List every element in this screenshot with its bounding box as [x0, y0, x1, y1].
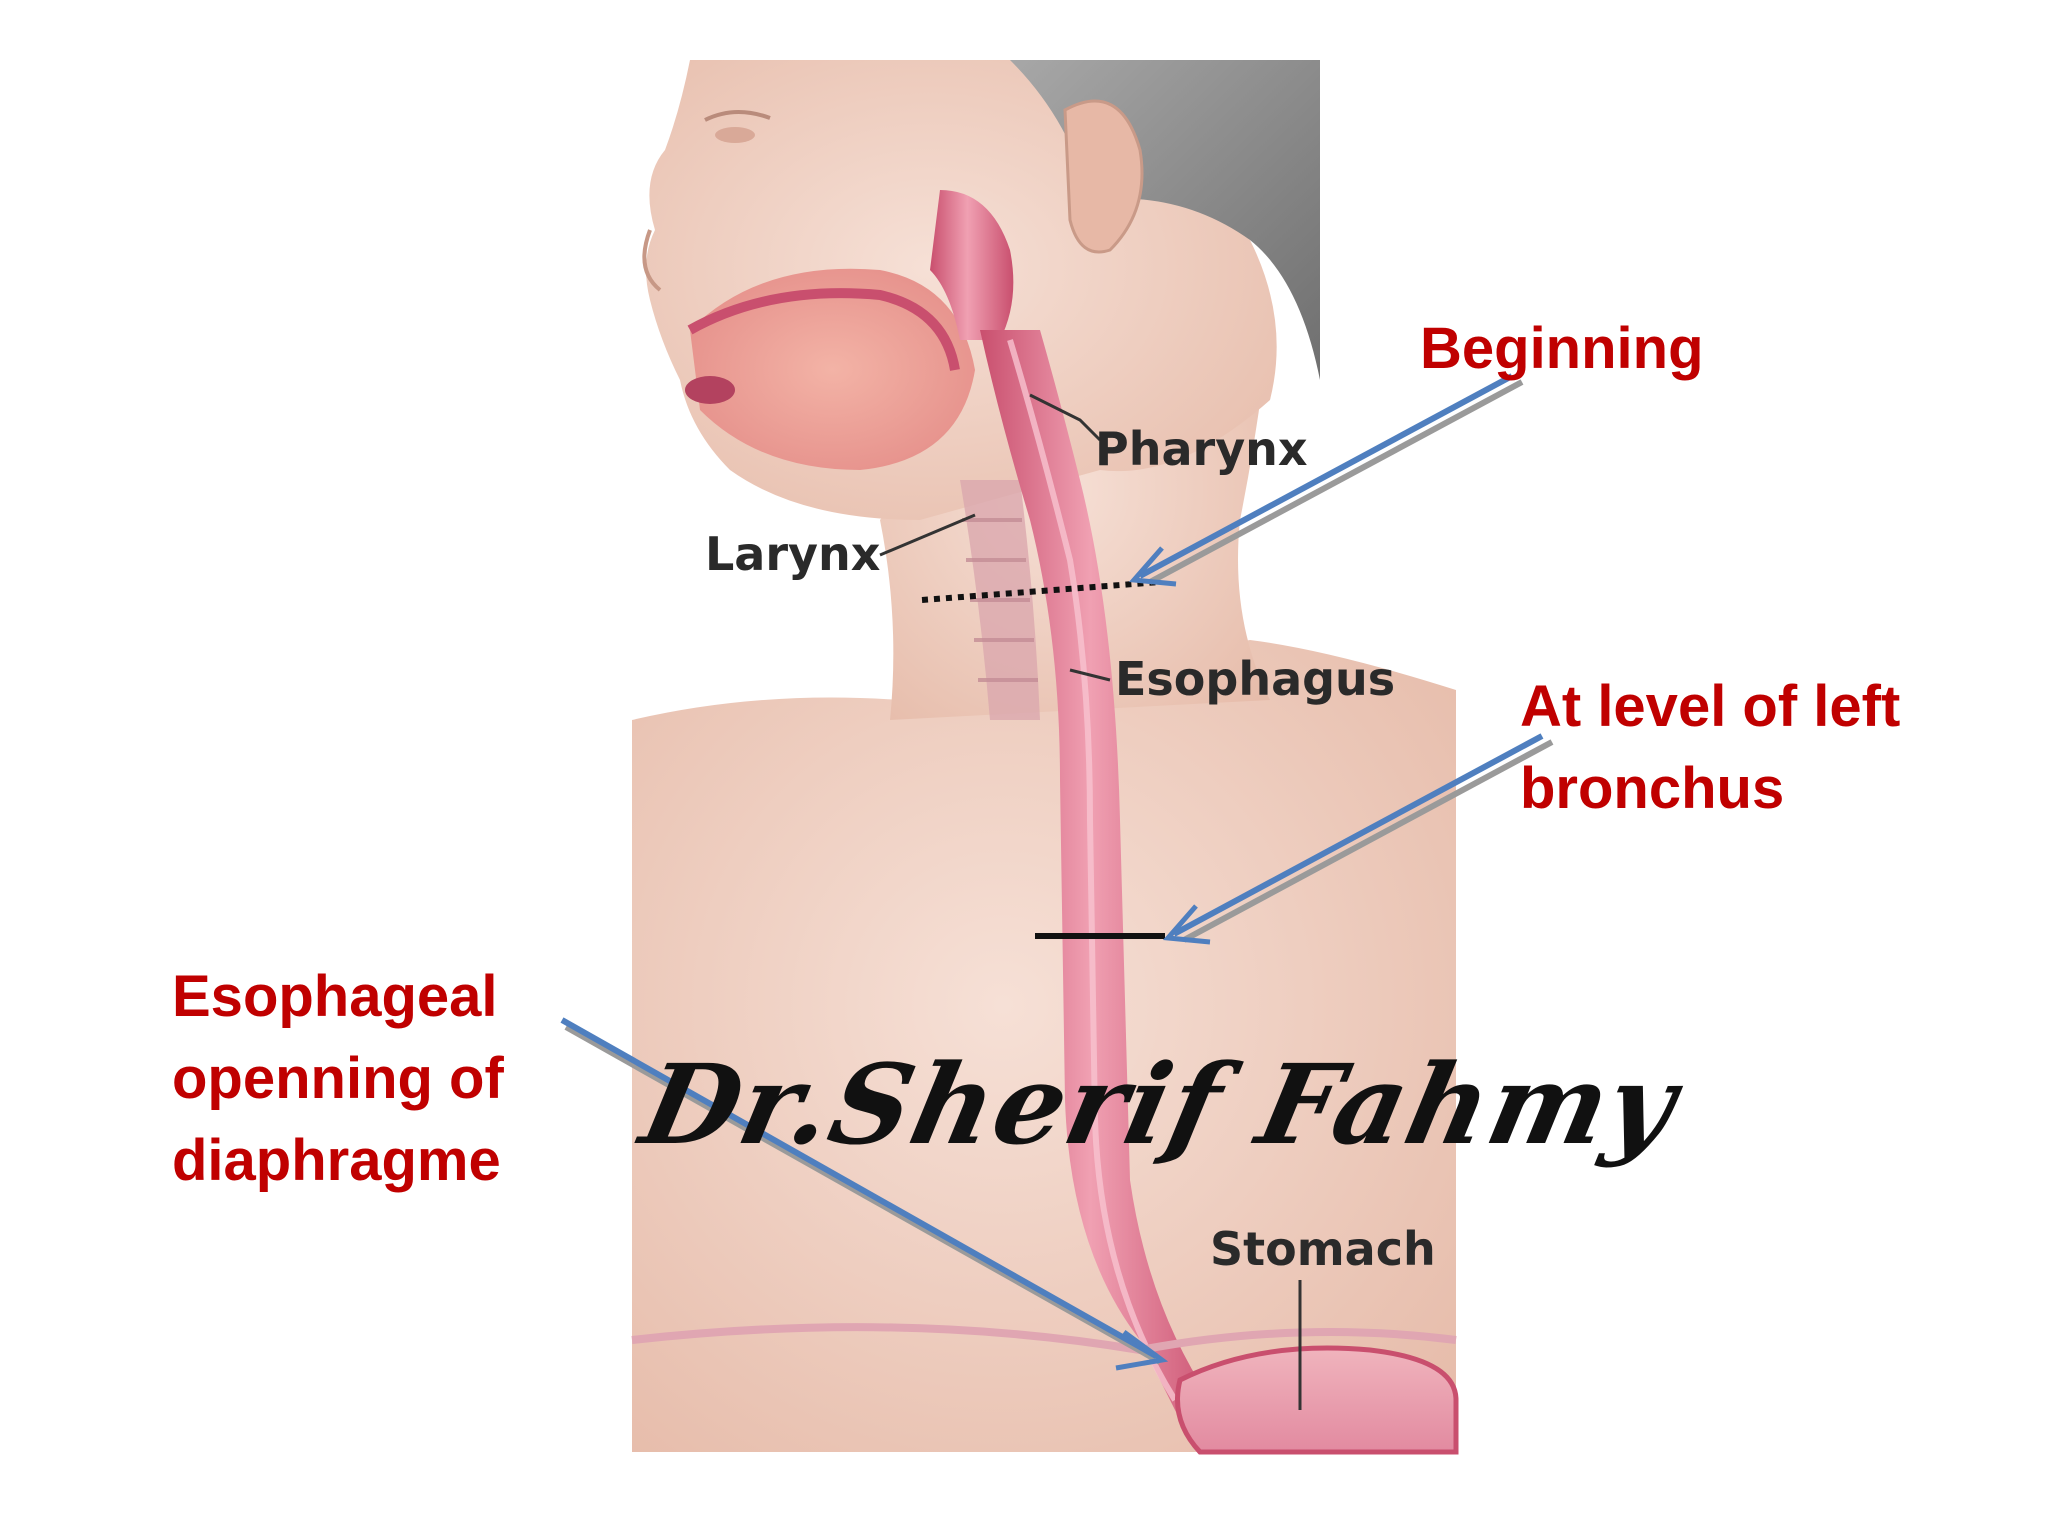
annotation-left-bronchus-line-2: bronchus: [1520, 756, 1785, 821]
esophagus-tube: [980, 330, 1225, 1420]
illustration-panel: Pharynx Larynx Esophagus Stomach: [631, 60, 1459, 1455]
pharynx-label: Pharynx: [1095, 422, 1308, 476]
stomach-label: Stomach: [1210, 1222, 1436, 1276]
annotation-left-bronchus-line-1: At level of left: [1520, 674, 1901, 739]
annotation-left-bronchus: At level of left bronchus: [1520, 666, 1900, 830]
oral-cavity: [690, 268, 975, 470]
author-signature: Dr.Sherif Fahmy: [631, 1040, 1689, 1169]
stomach: [1175, 1345, 1459, 1455]
annotation-diaphragm-line-2: openning of: [172, 1046, 504, 1111]
annotation-diaphragm-line-3: diaphragme: [172, 1128, 501, 1193]
torso: [632, 640, 1456, 1452]
nasal-pharynx: [930, 190, 1014, 340]
diaphragm-arrow: [560, 1017, 1169, 1371]
beginning-level-marker: [921, 579, 1161, 603]
pharynx-leader: [1029, 393, 1102, 442]
esophagus-label: Esophagus: [1115, 652, 1395, 706]
annotation-diaphragm-line-1: Esophageal: [172, 964, 498, 1029]
larynx-label: Larynx: [705, 527, 880, 581]
larynx-leader: [879, 513, 976, 557]
beginning-arrow: [1128, 373, 1524, 587]
esophagus-leader: [1069, 668, 1111, 682]
ear: [1063, 99, 1144, 254]
bronchus-arrow: [1162, 733, 1554, 945]
annotation-diaphragm: Esophageal openning of diaphragme: [172, 956, 504, 1202]
annotation-beginning-line-1: Beginning: [1420, 316, 1704, 381]
diaphragm: [631, 1323, 1457, 1355]
annotation-beginning: Beginning: [1420, 308, 1704, 390]
